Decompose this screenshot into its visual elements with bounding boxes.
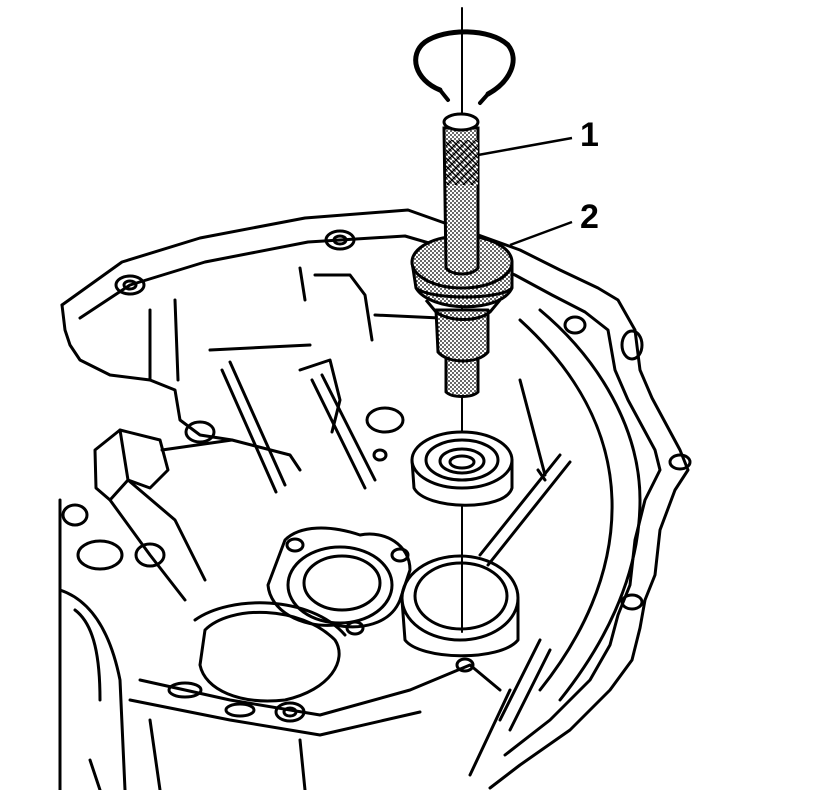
differential-opening [198, 610, 341, 703]
callout-2: 2 [580, 198, 599, 236]
right-rib [478, 453, 562, 557]
case-sealing-lip [538, 308, 642, 702]
center-rib [228, 360, 287, 487]
installer-pilot [444, 353, 480, 398]
leader-line-1 [477, 136, 573, 157]
driver-handle [442, 112, 480, 276]
snap-ring [413, 29, 516, 97]
seal-bore [400, 554, 520, 658]
hole-left [184, 420, 216, 444]
left-wall [60, 303, 234, 442]
leader-line-2 [509, 220, 573, 247]
case-outer-flange [60, 208, 690, 790]
axle-shaft-seal [410, 430, 514, 507]
case-inner-flange [78, 234, 662, 757]
callout-1: 1 [580, 116, 599, 154]
bottom-flange [138, 663, 502, 717]
installer-lower-body [434, 308, 490, 363]
shift-block [93, 428, 170, 502]
left-bearing-bore [266, 526, 412, 636]
